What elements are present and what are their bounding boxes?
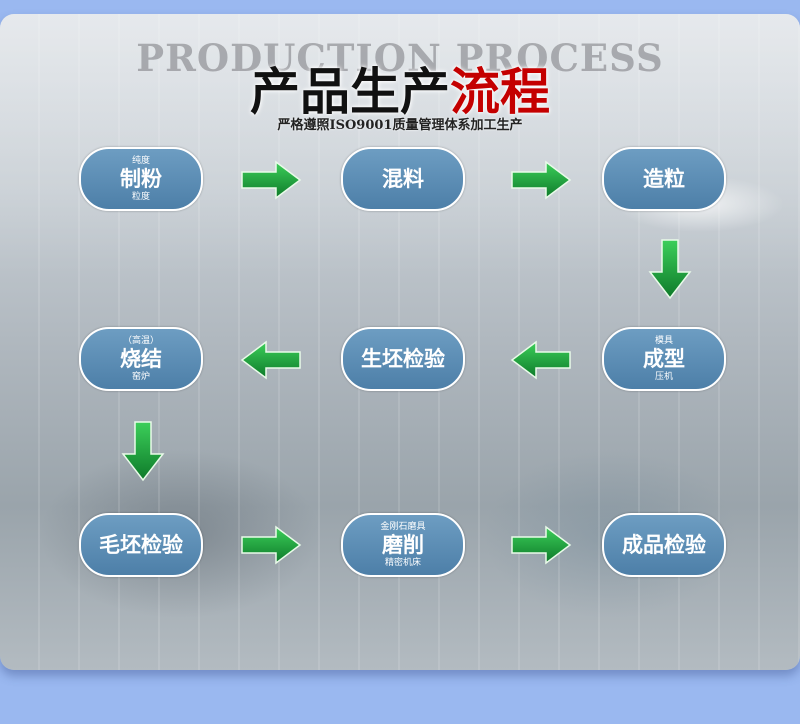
green-arrow-icon	[511, 525, 572, 565]
step-bottom-label: 窑炉	[131, 372, 150, 382]
step-mixing: 混料	[341, 147, 465, 211]
page-title: 产品生产流程	[0, 52, 800, 124]
step-label: 成型	[643, 346, 685, 371]
step-powder: 纯度 制粉 粒度	[79, 147, 203, 211]
title-red: 流程	[450, 62, 550, 121]
step-label: 混料	[382, 166, 424, 191]
step-top-label: 模具	[654, 336, 673, 346]
step-label: 造粒	[643, 166, 685, 191]
background-english-title: PRODUCTION PROCESS	[136, 36, 664, 80]
step-top-label: 纯度	[131, 156, 150, 166]
step-granulation: 造粒	[602, 147, 726, 211]
step-top-label: （高温）	[122, 336, 159, 346]
page-subtitle: 严格遵照ISO9001质量管理体系加工生产	[277, 118, 523, 133]
green-arrow-icon	[510, 340, 571, 380]
green-arrow-icon	[240, 340, 301, 380]
step-forming: 模具 成型 压机	[602, 327, 726, 391]
step-label: 磨削	[382, 532, 424, 557]
process-panel: PRODUCTION PROCESS 产品生产流程 严格遵照ISO9001质量管…	[0, 14, 800, 670]
green-arrow-icon	[241, 525, 302, 565]
green-arrow-icon	[121, 421, 165, 482]
green-arrow-icon	[511, 160, 572, 200]
step-label: 生坯检验	[361, 346, 445, 371]
green-arrow-icon	[241, 160, 302, 200]
step-green-inspection: 生坯检验	[341, 327, 465, 391]
step-grinding: 金刚石磨具 磨削 精密机床	[341, 513, 465, 577]
step-bottom-label: 压机	[654, 372, 673, 382]
title-black: 产品生产	[250, 62, 450, 121]
step-bottom-label: 精密机床	[384, 558, 421, 568]
step-label: 制粉	[120, 166, 162, 191]
step-label: 成品检验	[622, 532, 706, 557]
step-final-inspection: 成品检验	[602, 513, 726, 577]
step-bottom-label: 粒度	[131, 192, 150, 202]
step-blank-inspection: 毛坯检验	[79, 513, 203, 577]
step-sintering: （高温） 烧结 窑炉	[79, 327, 203, 391]
step-top-label: 金刚石磨具	[380, 522, 426, 532]
step-label: 毛坯检验	[99, 532, 183, 557]
step-label: 烧结	[120, 346, 162, 371]
green-arrow-icon	[648, 239, 692, 300]
